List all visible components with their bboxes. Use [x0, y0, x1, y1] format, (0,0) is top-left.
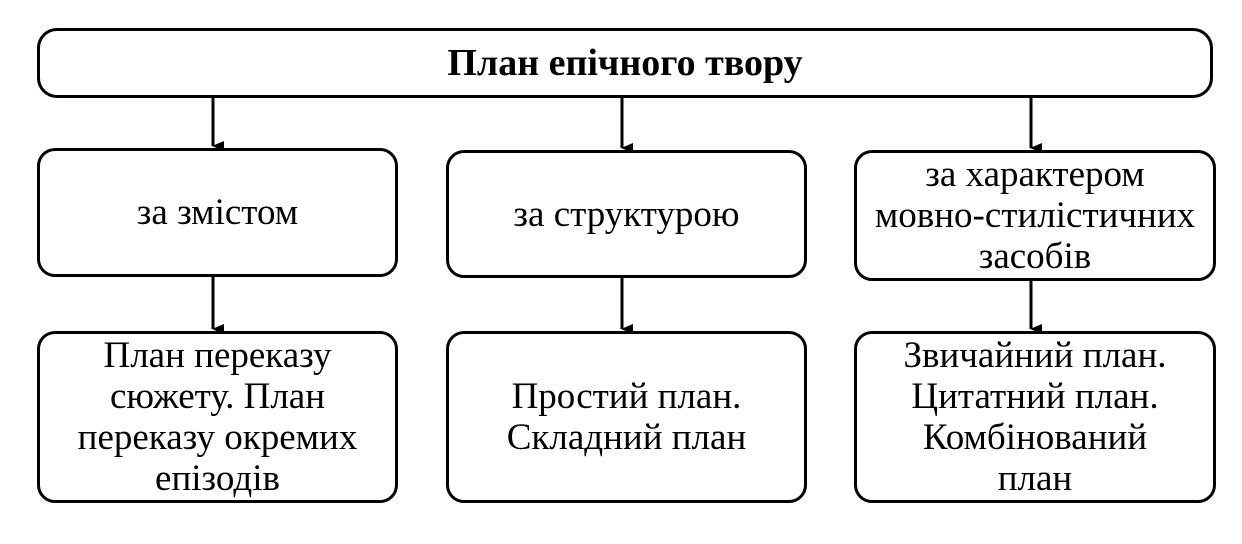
category-box-content: за змістом [37, 148, 398, 277]
detail-text: Звичайний план. Цитатний план. Комбінова… [903, 335, 1167, 499]
detail-box-structure: Простий план. Складний план [446, 331, 807, 503]
category-box-style: за характером мовно-стилістичних засобів [854, 150, 1216, 281]
category-label: за характером мовно-стилістичних засобів [874, 154, 1196, 277]
diagram-title-box: План епічного твору [37, 28, 1213, 98]
detail-text: План переказу сюжету. План переказу окре… [77, 335, 358, 499]
detail-text: Простий план. Складний план [506, 376, 747, 458]
category-label: за структурою [513, 193, 740, 235]
detail-box-style: Звичайний план. Цитатний план. Комбінова… [854, 331, 1216, 503]
category-box-structure: за структурою [446, 150, 807, 278]
detail-box-content: План переказу сюжету. План переказу окре… [37, 331, 398, 503]
category-label: за змістом [136, 192, 299, 233]
diagram-title: План епічного твору [447, 41, 803, 84]
